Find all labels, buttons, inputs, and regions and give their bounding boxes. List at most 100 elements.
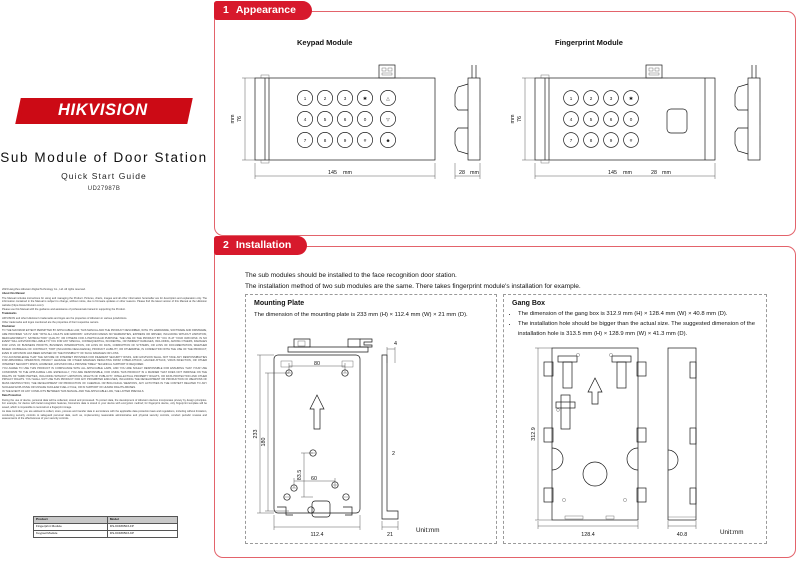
section-appearance: 1 Appearance Keypad Module Fingerprint M… (214, 1, 796, 236)
fingerprint-width-dim: 145 (608, 170, 617, 176)
legal-disclaimer-body4: IN THE EVENT OF ANY CONFLICTS BETWEEN TH… (2, 390, 145, 393)
gangbox-unit-label: Unit:mm (720, 529, 743, 536)
section-tab-appearance: 1 Appearance (214, 1, 312, 20)
key-label: 3 (344, 96, 347, 101)
key-label: 5 (590, 117, 593, 122)
cover-column: HIKVISION Sub Module of Door Station Qui… (0, 0, 208, 566)
fingerprint-width-unit: mm (623, 170, 632, 176)
key-label: 1 (304, 96, 307, 101)
table-cell-product: Keypad Module (33, 529, 108, 538)
plate-height-inner: 180 (261, 438, 267, 447)
keypad-depth-dim: 28 (459, 170, 465, 176)
plate-height-mid: 83.5 (297, 470, 303, 481)
plate-height-total: 233 (253, 430, 259, 439)
legal-about-body2: Please use this Manual with the guidance… (2, 308, 126, 312)
key-label: 7 (304, 138, 307, 143)
gang-box-drawing: 312.9 128.4 40.8 Unit:mm (531, 347, 743, 538)
mounting-plate-drawing: 233 180 80 83.5 60 (253, 338, 439, 538)
section-number: 2 (223, 239, 229, 252)
key-label: 2 (590, 96, 593, 101)
table-header-product: Product (33, 516, 108, 524)
key-label: 0 (630, 117, 633, 122)
key-label: # (630, 138, 633, 143)
key-label: 3 (610, 96, 613, 101)
logo-text: HIKVISION (58, 101, 148, 119)
key-label: 8 (590, 138, 593, 143)
gangbox-height-dim: 312.9 (531, 427, 537, 441)
legal-trademarks-body2: Other trademarks and logos mentioned are… (2, 320, 100, 324)
gang-box-box: Gang Box The dimension of the gang box i… (503, 294, 767, 544)
table-cell-product: Fingerprint Module (33, 522, 108, 531)
mounting-plate-box: Mounting Plate The dimension of the moun… (245, 294, 497, 544)
plate-depth-mid: 2 (392, 451, 395, 457)
legal-about-body: The Manual includes instructions for usi… (2, 296, 207, 307)
document-code: UD27987B (87, 186, 121, 192)
keypad-width-unit: mm (343, 170, 352, 176)
legal-disclaimer-body3: YOU AGREE TO USE THIS PRODUCT IN COMPLIA… (2, 367, 207, 389)
keypad-height-dim: 76 (237, 116, 243, 122)
section-number: 1 (223, 4, 229, 17)
section-title: Installation (235, 239, 292, 252)
section-title: Appearance (235, 4, 296, 17)
legal-disclaimer-body: TO THE MAXIMUM EXTENT PERMITTED BY APPLI… (2, 329, 207, 355)
legal-text-block: 2023 Hangzhou Hikvision Digital Technolo… (2, 288, 207, 422)
plate-depth-base: 21 (387, 532, 393, 538)
key-label: 2 (324, 96, 327, 101)
keypad-module-drawing: 1 2 3 ✱ △ 4 5 6 0 ▽ 7 8 9 # ☻ 76 mm (230, 64, 481, 179)
plate-width-top: 80 (314, 361, 320, 367)
table-cell-model: DS-KDM9503-KP (106, 529, 179, 538)
gangbox-width-dim: 128.4 (581, 532, 595, 538)
keypad-module-title: Keypad Module (297, 38, 353, 47)
mounting-plate-title: Mounting Plate (254, 300, 305, 307)
gangbox-depth-dim: 40.8 (677, 532, 688, 538)
installation-note-line1: The sub modules should be installed to t… (245, 272, 457, 279)
fingerprint-module-title: Fingerprint Module (555, 38, 623, 47)
key-label: # (364, 138, 367, 143)
key-label: 5 (324, 117, 327, 122)
fingerprint-height-unit: mm (510, 114, 516, 123)
gang-box-bullet1: The dimension of the gang box is 312.9 m… (518, 310, 760, 319)
keypad-width-dim: 145 (328, 170, 337, 176)
legal-copyright: 2023 Hangzhou Hikvision Digital Technolo… (2, 288, 86, 291)
section-installation: 2 Installation The sub modules should be… (214, 236, 796, 558)
hikvision-logo: HIKVISION (15, 98, 193, 130)
key-label: 7 (570, 138, 573, 143)
table-header-row: Product Model (33, 516, 179, 524)
page-title: Sub Module of Door Station (0, 150, 208, 165)
legal-trademarks-body: HIKVISION and other Hikvision's trademar… (2, 316, 128, 320)
key-label: 4 (570, 117, 573, 122)
key-label: ☻ (386, 138, 391, 143)
key-label: △ (386, 96, 390, 101)
gang-box-bullet2: The installation hole should be bigger t… (518, 320, 760, 339)
key-label: 6 (344, 117, 347, 122)
keypad-height-unit: mm (230, 114, 236, 123)
key-label: 1 (570, 96, 573, 101)
key-label: 0 (364, 117, 367, 122)
keypad-depth-unit: mm (470, 170, 479, 176)
key-label: 6 (610, 117, 613, 122)
legal-data-body: During the use of device, personal data … (2, 398, 207, 409)
table-cell-model: DS-KDM9503-FP (106, 522, 179, 531)
plate-unit-label: Unit:mm (416, 527, 439, 534)
mounting-plate-body: The dimension of the mounting plate is 2… (254, 312, 468, 318)
legal-about-heading: About this Manual (2, 292, 25, 296)
fingerprint-keypad-keys: 1 2 3 ✱ 4 5 6 0 7 8 9 # (563, 90, 639, 148)
legal-disclaimer-body2: YOU ACKNOWLEDGE THAT THE NATURE OF INTER… (2, 355, 207, 367)
table-header-model: Model (106, 516, 179, 524)
page-subtitle: Quick Start Guide (61, 171, 147, 181)
gang-box-title: Gang Box (512, 300, 546, 307)
fingerprint-depth-dim: 28 (651, 170, 657, 176)
key-label: 8 (324, 138, 327, 143)
table-row: Keypad Module DS-KDM9503-KP (33, 529, 179, 538)
section-tab-installation: 2 Installation (214, 236, 308, 255)
gang-box-bullets: The dimension of the gang box is 312.9 m… (510, 310, 760, 340)
fingerprint-depth-unit: mm (662, 170, 671, 176)
table-row: Fingerprint Module DS-KDM9503-FP (33, 522, 179, 531)
legal-disclaimer-heading: Disclaimer (2, 325, 16, 329)
plate-width-mid: 60 (311, 476, 317, 482)
legal-data-heading: Data Protection (2, 394, 22, 398)
legal-trademarks-heading: Trademarks (2, 312, 17, 316)
key-label: ▽ (386, 117, 390, 122)
key-label: ✱ (629, 96, 633, 101)
